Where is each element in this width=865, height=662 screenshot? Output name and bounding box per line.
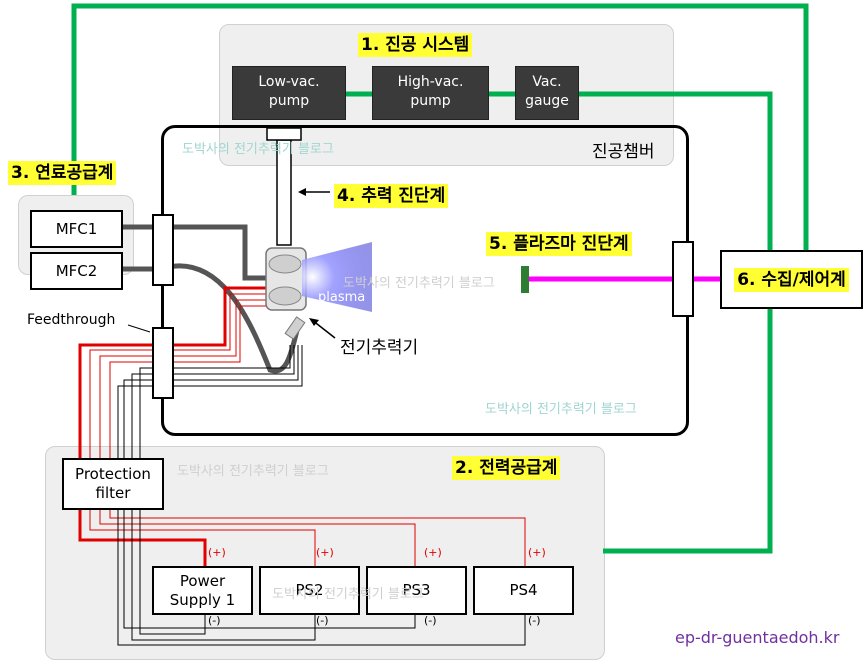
feedthrough-power (152, 327, 174, 399)
protection-filter-line1: Protection (75, 465, 151, 483)
ps1-line1: Power (179, 571, 226, 590)
ps2-plus: (+) (316, 546, 334, 559)
power-wire-red-main (78, 286, 268, 567)
power-supply-4-box: PS4 (473, 566, 574, 615)
ps4-minus: (-) (528, 614, 541, 627)
title-control-system: 6. 수집/제어계 (734, 267, 849, 292)
title-fuel-supply: 3. 연료공급계 (8, 161, 117, 185)
low-vac-pump-line1: Low-vac. (258, 74, 320, 90)
power-to-control-green-line (603, 308, 773, 554)
power-supply-2-box: PS2 (259, 566, 360, 615)
vac-gauge-line2: gauge (525, 93, 569, 109)
ps2-label: PS2 (295, 581, 324, 599)
gas-line-mfc1 (122, 224, 268, 281)
protection-filter-box: Protection filter (62, 458, 164, 510)
mfc1-box: MFC1 (30, 210, 123, 248)
ps4-label: PS4 (509, 581, 538, 599)
high-vac-pump-line1: High-vac. (397, 74, 464, 90)
ps1-plus: (+) (208, 546, 226, 559)
thruster-body (265, 247, 307, 340)
protection-filter-line2: filter (95, 484, 131, 502)
feedthrough-label: Feedthrough (27, 312, 116, 328)
watermark-5: 도박사의 전기추력기 블로그 (272, 587, 424, 602)
blog-url: ep-dr-guentaedoh.kr (675, 628, 840, 647)
high-vac-pump-line2: pump (410, 93, 451, 109)
control-loop-green-line (71, 3, 809, 250)
ps4-plus: (+) (528, 546, 546, 559)
feedthrough-signal (672, 241, 694, 317)
chamber-label: 진공챔버 (592, 142, 655, 162)
mfc2-label: MFC2 (55, 261, 98, 280)
gas-line-mfc2 (122, 263, 300, 374)
ps3-label: PS3 (402, 581, 431, 599)
watermark-2: 도박사의 전기추력기 블로그 (343, 276, 495, 291)
power-supply-1-box: Power Supply 1 (152, 566, 253, 615)
plasma-plume (302, 242, 372, 312)
title-vacuum-system: 1. 진공 시스템 (358, 33, 473, 57)
title-thrust-diagnostic: 4. 추력 진단계 (334, 184, 449, 208)
low-vac-pump-line2: pump (268, 93, 310, 109)
high-vac-pump: High-vac. pump (372, 66, 489, 120)
watermark-1: 도박사의 전기추력기 블로그 (182, 142, 334, 157)
watermark-4: 도박사의 전기추력기 블로그 (177, 464, 329, 479)
title-plasma-diagnostic: 5. 플라즈마 진단계 (486, 232, 632, 256)
ps1-minus: (-) (208, 614, 221, 627)
feedthrough-gas (152, 214, 174, 286)
ps1-line2: Supply 1 (169, 590, 236, 609)
mfc2-box: MFC2 (30, 252, 123, 290)
title-power-supply: 2. 전력공급계 (452, 456, 561, 480)
ps2-minus: (-) (316, 614, 329, 627)
thrust-stand-mount (266, 127, 302, 141)
feedthrough-pointer (127, 324, 151, 333)
vac-gauge: Vac. gauge (515, 66, 579, 120)
plasma-label: plasma (318, 290, 366, 305)
vac-gauge-line1: Vac. (532, 74, 562, 90)
mfc1-label: MFC1 (55, 219, 98, 238)
langmuir-probe-tip (521, 266, 529, 293)
vacuum-to-control-green-line (578, 91, 773, 250)
low-vac-pump: Low-vac. pump (232, 66, 346, 120)
thruster-label: 전기추력기 (340, 338, 419, 358)
ps3-plus: (+) (424, 546, 442, 559)
power-supply-3-box: PS3 (366, 566, 467, 615)
power-wires-thin (89, 293, 526, 646)
ps3-minus: (-) (424, 614, 437, 627)
control-system-box: 6. 수집/제어계 (720, 250, 863, 309)
watermark-3: 도박사의 전기추력기 블로그 (485, 402, 637, 417)
